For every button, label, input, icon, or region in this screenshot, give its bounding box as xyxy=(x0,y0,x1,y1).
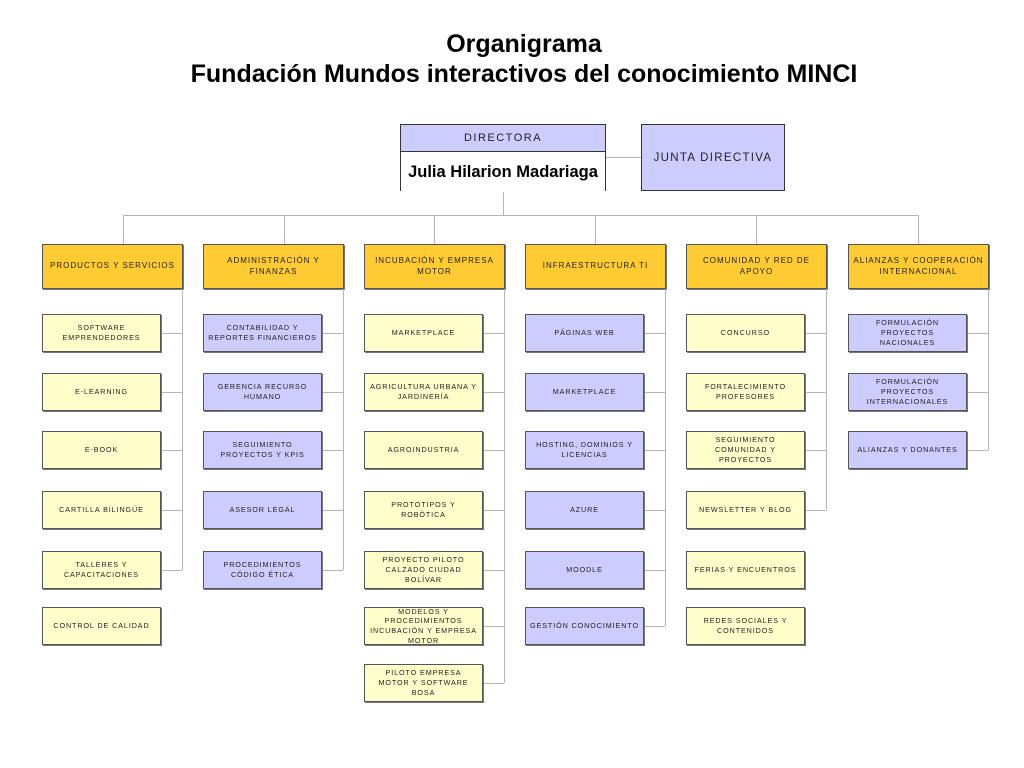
connector xyxy=(665,289,666,626)
department-item[interactable]: FERIAS Y ENCUENTROS xyxy=(686,551,805,589)
department-item[interactable]: FORMULACIÓN PROYECTOS INTERNACIONALES xyxy=(848,373,967,411)
connector xyxy=(988,289,989,450)
department-item[interactable]: AGRICULTURA URBANA Y JARDINERÍA xyxy=(364,373,483,411)
connector xyxy=(806,333,826,334)
director-label: DIRECTORA xyxy=(401,125,605,152)
director-box[interactable]: DIRECTORA Julia Hilarion Madariaga xyxy=(400,124,606,192)
connector xyxy=(162,450,182,451)
connector xyxy=(826,289,827,510)
department-item[interactable]: MOODLE xyxy=(525,551,644,589)
department-header[interactable]: INCUBACIÓN Y EMPRESA MOTOR xyxy=(364,244,505,289)
connector xyxy=(918,215,919,244)
connector xyxy=(323,450,343,451)
connector xyxy=(123,215,124,244)
connector xyxy=(162,392,182,393)
connector xyxy=(434,215,435,244)
department-item[interactable]: MARKETPLACE xyxy=(364,314,483,352)
connector xyxy=(484,333,504,334)
connector xyxy=(343,289,344,570)
connector xyxy=(323,392,343,393)
department-item[interactable]: PILOTO EMPRESA MOTOR Y SOFTWARE BOSA xyxy=(364,664,483,702)
department-header[interactable]: INFRAESTRUCTURA TI xyxy=(525,244,666,289)
department-header[interactable]: PRODUCTOS Y SERVICIOS xyxy=(42,244,183,289)
department-item[interactable]: SEGUIMIENTO COMUNIDAD Y PROYECTOS xyxy=(686,431,805,469)
department-item[interactable]: SEGUIMIENTO PROYECTOS Y KPIS xyxy=(203,431,322,469)
chart-title-line1: Organigrama xyxy=(446,30,602,58)
connector xyxy=(484,510,504,511)
department-item[interactable]: ALIANZAS Y DONANTES xyxy=(848,431,967,469)
department-item[interactable]: MODELOS Y PROCEDIMIENTOS INCUBACIÓN Y EM… xyxy=(364,607,483,645)
department-item[interactable]: GESTIÓN CONOCIMIENTO xyxy=(525,607,644,645)
department-item[interactable]: TALLERES Y CAPACITACIONES xyxy=(42,551,161,589)
connector xyxy=(484,392,504,393)
department-item[interactable]: E-BOOK xyxy=(42,431,161,469)
department-item[interactable]: E-LEARNING xyxy=(42,373,161,411)
connector xyxy=(162,510,182,511)
connector xyxy=(645,392,665,393)
department-item[interactable]: CONCURSO xyxy=(686,314,805,352)
department-item[interactable]: PROCEDIMIENTOS CÓDIGO ÉTICA xyxy=(203,551,322,589)
connector xyxy=(182,289,183,570)
connector xyxy=(484,626,504,627)
connector xyxy=(504,289,505,683)
connector xyxy=(645,570,665,571)
connector xyxy=(162,570,182,571)
department-item[interactable]: FORMULACIÓN PROYECTOS NACIONALES xyxy=(848,314,967,352)
connector xyxy=(503,191,504,216)
connector xyxy=(484,683,504,684)
board-box[interactable]: JUNTA DIRECTIVA xyxy=(641,124,785,191)
department-header[interactable]: ADMINISTRACIÓN Y FINANZAS xyxy=(203,244,344,289)
connector xyxy=(645,450,665,451)
department-header[interactable]: ALIANZAS Y COOPERACIÓN INTERNACIONAL xyxy=(848,244,989,289)
connector xyxy=(123,215,919,216)
connector xyxy=(645,333,665,334)
connector xyxy=(323,570,343,571)
department-item[interactable]: AGROINDUSTRIA xyxy=(364,431,483,469)
connector xyxy=(806,510,826,511)
department-item[interactable]: ASESOR LEGAL xyxy=(203,491,322,529)
connector xyxy=(484,570,504,571)
connector xyxy=(323,510,343,511)
department-item[interactable]: HOSTING, DOMINIOS Y LICENCIAS xyxy=(525,431,644,469)
department-item[interactable]: CONTROL DE CALIDAD xyxy=(42,607,161,645)
connector xyxy=(645,510,665,511)
department-item[interactable]: CONTABILIDAD Y REPORTES FINANCIEROS xyxy=(203,314,322,352)
connector xyxy=(606,157,641,158)
connector xyxy=(806,392,826,393)
department-item[interactable]: AZURE xyxy=(525,491,644,529)
department-item[interactable]: FORTALECIMIENTO PROFESORES xyxy=(686,373,805,411)
connector xyxy=(162,333,182,334)
connector xyxy=(645,626,665,627)
connector xyxy=(284,215,285,244)
department-item[interactable]: PROYECTO PILOTO CALZADO CIUDAD BOLÍVAR xyxy=(364,551,483,589)
connector xyxy=(968,392,988,393)
department-item[interactable]: SOFTWARE EMPRENDEDORES xyxy=(42,314,161,352)
director-name: Julia Hilarion Madariaga xyxy=(401,152,605,192)
connector xyxy=(595,215,596,244)
department-item[interactable]: PROTOTIPOS Y ROBÓTICA xyxy=(364,491,483,529)
connector xyxy=(484,450,504,451)
department-item[interactable]: PÁGINAS WEB xyxy=(525,314,644,352)
connector xyxy=(806,450,826,451)
connector xyxy=(323,333,343,334)
department-item[interactable]: NEWSLETTER Y BLOG xyxy=(686,491,805,529)
department-item[interactable]: GERENCIA RECURSO HUMANO xyxy=(203,373,322,411)
department-item[interactable]: REDES SOCIALES Y CONTENIDOS xyxy=(686,607,805,645)
connector xyxy=(756,215,757,244)
chart-title-line2: Fundación Mundos interactivos del conoci… xyxy=(190,60,858,88)
connector xyxy=(968,450,988,451)
department-header[interactable]: COMUNIDAD Y RED DE APOYO xyxy=(686,244,827,289)
department-item[interactable]: CARTILLA BILINGÜE xyxy=(42,491,161,529)
department-item[interactable]: MARKETPLACE xyxy=(525,373,644,411)
connector xyxy=(968,333,988,334)
